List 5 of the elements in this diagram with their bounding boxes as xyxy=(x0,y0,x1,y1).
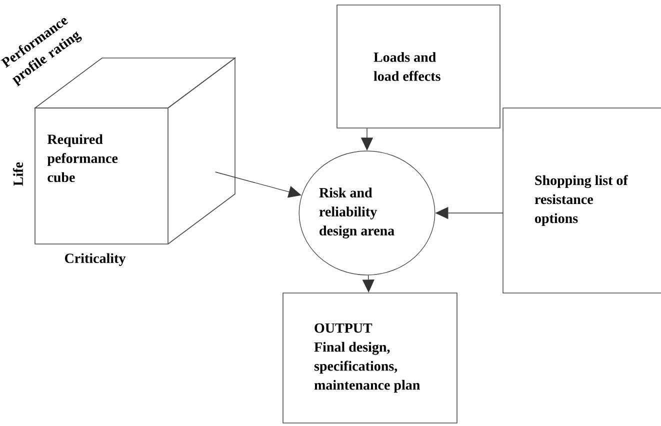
list-box: Shopping list of resistance options xyxy=(502,108,661,294)
text-box: Loads and load effects xyxy=(336,4,500,128)
axis-label: Criticality xyxy=(64,253,126,266)
axis-label: Life xyxy=(13,162,23,186)
text-box: OUTPUT Final design, specifications, maintenance plan xyxy=(282,292,458,424)
